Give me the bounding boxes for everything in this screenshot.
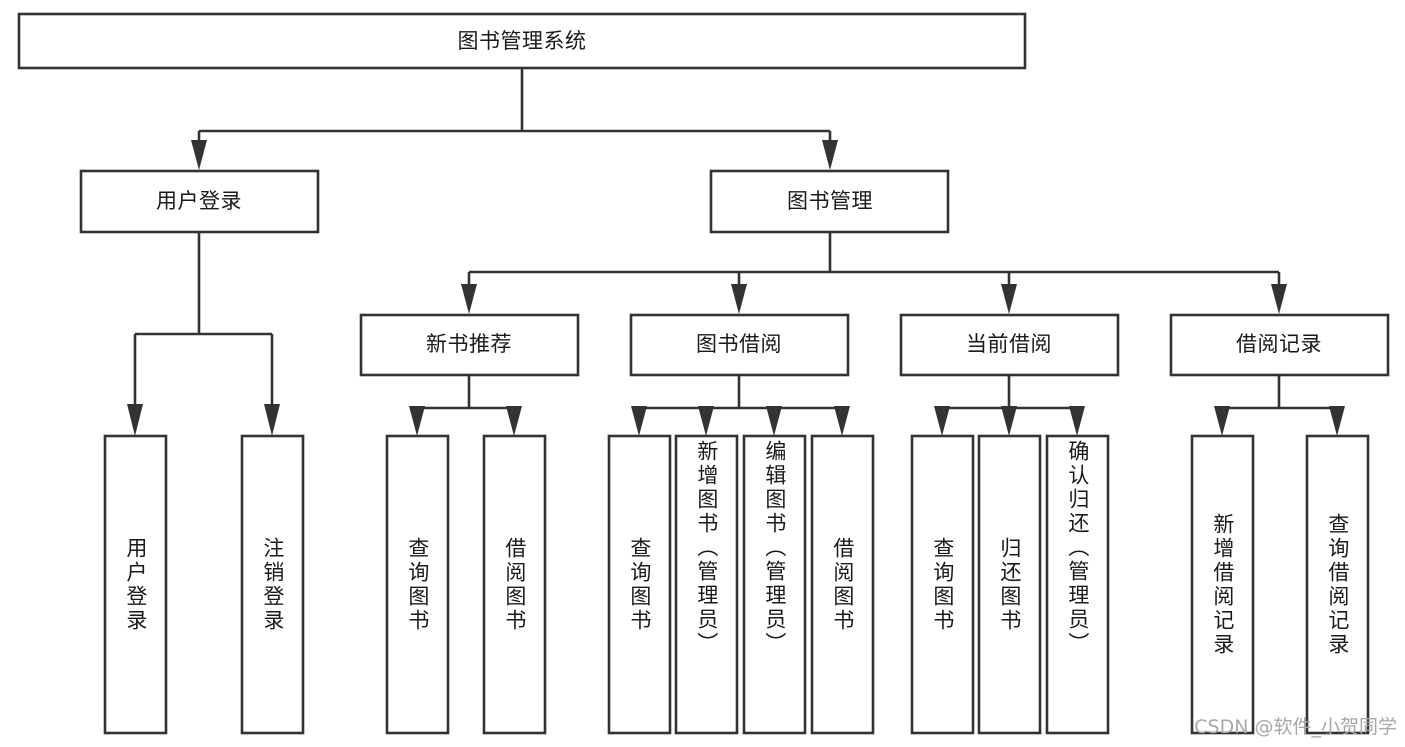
arrow-head-icon [698, 406, 714, 436]
node-new-book-label: 新书推荐 [426, 332, 512, 356]
arrow-head-icon [822, 140, 838, 170]
arrow-head-icon [766, 406, 782, 436]
node-borrow-record-label: 借阅记录 [1236, 332, 1322, 356]
node-user-login[interactable]: 用户登录 [79, 169, 320, 234]
node-new-book[interactable]: 新书推荐 [359, 313, 580, 377]
arrow-head-icon [409, 406, 425, 436]
leaf-confirm-return-box[interactable] [1045, 434, 1110, 735]
arrow-head-icon [461, 284, 477, 314]
node-user-login-box [79, 169, 320, 234]
arrow-head-icon [731, 284, 747, 314]
arrow-head-icon [934, 406, 950, 436]
arrow-head-icon [1001, 406, 1017, 436]
arrow-head-icon [1069, 406, 1085, 436]
leaf-borrow-book-1-box[interactable] [482, 434, 547, 735]
arrow-head-icon [631, 406, 647, 436]
connector-new-book-to-leaves [409, 375, 522, 436]
node-current-borrow-box [899, 313, 1120, 377]
leaf-logout-box[interactable] [240, 434, 305, 735]
leaf-query-record-box[interactable] [1305, 434, 1370, 735]
node-borrow-record[interactable]: 借阅记录 [1169, 313, 1390, 377]
connector-user-login-to-leaves [127, 232, 280, 436]
leaf-add-book-box[interactable] [674, 434, 739, 735]
node-user-login-label: 用户登录 [156, 189, 242, 213]
leaf-borrow-book-2-box[interactable] [810, 434, 875, 735]
node-book-borrow[interactable]: 图书借阅 [629, 313, 850, 377]
leaf-query-book-1-box[interactable] [385, 434, 450, 735]
arrow-head-icon [1214, 406, 1230, 436]
arrow-head-icon [264, 404, 280, 436]
connector-borrow-record-to-leaves [1214, 375, 1345, 436]
leaf-user-login-box[interactable] [103, 434, 168, 735]
connector-current-borrow-to-leaves [934, 375, 1085, 436]
leaf-query-book-2-box[interactable] [607, 434, 672, 735]
connector-root-to-level2 [191, 68, 838, 170]
arrow-head-icon [834, 406, 850, 436]
node-root[interactable]: 图书管理系统 [17, 12, 1027, 70]
leaf-add-record-box[interactable] [1190, 434, 1255, 735]
arrow-head-icon [191, 140, 207, 170]
leaf-edit-book-box[interactable] [742, 434, 807, 735]
node-root-box [17, 12, 1027, 70]
arrow-head-icon [127, 404, 143, 436]
node-new-book-box [359, 313, 580, 377]
node-current-borrow-label: 当前借阅 [966, 332, 1052, 356]
connector-book-manage-to-level3 [461, 232, 1287, 314]
connector-book-borrow-to-leaves [631, 375, 850, 436]
arrow-head-icon [1329, 406, 1345, 436]
node-book-manage[interactable]: 图书管理 [709, 169, 950, 234]
node-current-borrow[interactable]: 当前借阅 [899, 313, 1120, 377]
leaf-query-book-3-box[interactable] [910, 434, 975, 735]
arrow-head-icon [1271, 284, 1287, 314]
arrow-head-icon [506, 406, 522, 436]
node-book-borrow-label: 图书借阅 [696, 332, 782, 356]
arrow-head-icon [1001, 284, 1017, 314]
node-book-manage-label: 图书管理 [787, 189, 873, 213]
node-root-label: 图书管理系统 [458, 29, 587, 53]
leaf-return-book-box[interactable] [977, 434, 1042, 735]
